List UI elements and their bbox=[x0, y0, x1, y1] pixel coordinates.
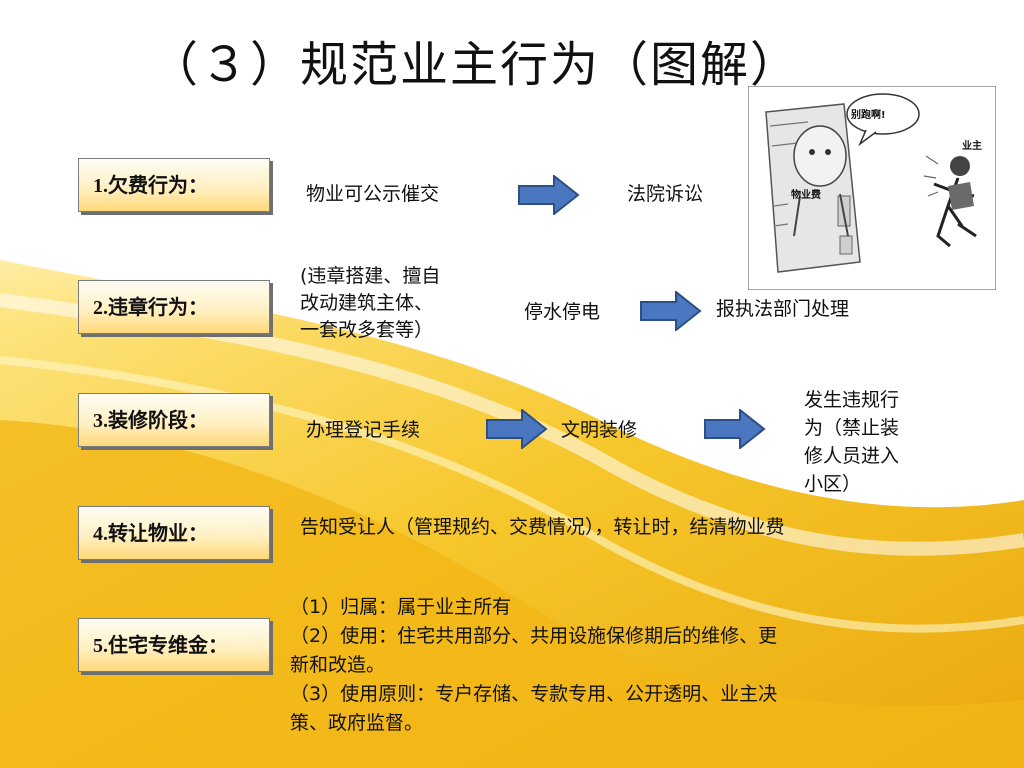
row1-step-lawsuit: 法院诉讼 bbox=[627, 183, 704, 205]
arrow-right-icon bbox=[704, 409, 766, 449]
page-title: （３）规范业主行为（图解） bbox=[150, 37, 801, 93]
row3-step3-line: 为（禁止装 bbox=[804, 417, 900, 439]
row2-step-cut-utilities: 停水停电 bbox=[524, 301, 601, 323]
row3-step3-line: 发生违规行 bbox=[804, 389, 900, 411]
row5-line: （1）归属：属于业主所有 bbox=[290, 596, 512, 618]
cartoon-illustration bbox=[748, 86, 996, 290]
label-violation: 2.违章行为： bbox=[78, 280, 270, 334]
row3-step-civil-renovation: 文明装修 bbox=[561, 419, 638, 441]
row5-line: （3）使用原则：专户存储、专款专用、公开透明、业主决 bbox=[290, 683, 778, 705]
row2-description: (违章搭建、擅自 改动建筑主体、 一套改多套等） bbox=[300, 263, 440, 344]
row5-line: 新和改造。 bbox=[290, 654, 386, 676]
row2-desc-line: (违章搭建、擅自 bbox=[300, 265, 441, 287]
row1-step-publicize: 物业可公示催交 bbox=[306, 183, 440, 205]
cartoon-owner-label: 业主 bbox=[962, 141, 982, 152]
cartoon-fee-label: 物业费 bbox=[791, 190, 821, 201]
row3-step-violation: 发生违规行 为（禁止装 修人员进入 小区） bbox=[804, 386, 899, 498]
row5-line: （2）使用：住宅共用部分、共用设施保修期后的维修、更 bbox=[290, 625, 778, 647]
arrow-right-icon bbox=[518, 175, 580, 215]
cartoon-speech: 别跑啊! bbox=[851, 110, 886, 121]
label-maintenance-fund: 5.住宅专维金： bbox=[78, 618, 270, 672]
label-renovation: 3.装修阶段： bbox=[78, 393, 270, 447]
row5-text: （1）归属：属于业主所有 （2）使用：住宅共用部分、共用设施保修期后的维修、更 … bbox=[290, 593, 777, 738]
label-arrears: 1.欠费行为： bbox=[78, 158, 270, 212]
row2-desc-line: 改动建筑主体、 bbox=[300, 292, 434, 314]
row4-text: 告知受让人（管理规约、交费情况），转让时，结清物业费 bbox=[300, 516, 785, 538]
row2-desc-line: 一套改多套等） bbox=[300, 319, 434, 341]
label-transfer: 4.转让物业： bbox=[78, 506, 270, 560]
row3-step3-line: 修人员进入 bbox=[804, 445, 900, 467]
row5-line: 策、政府监督。 bbox=[290, 712, 424, 734]
row3-step-registration: 办理登记手续 bbox=[306, 419, 421, 441]
arrow-right-icon bbox=[486, 409, 548, 449]
row3-step3-line: 小区） bbox=[804, 473, 862, 495]
arrow-right-icon bbox=[640, 291, 702, 331]
row2-step-report-authority: 报执法部门处理 bbox=[716, 298, 850, 320]
